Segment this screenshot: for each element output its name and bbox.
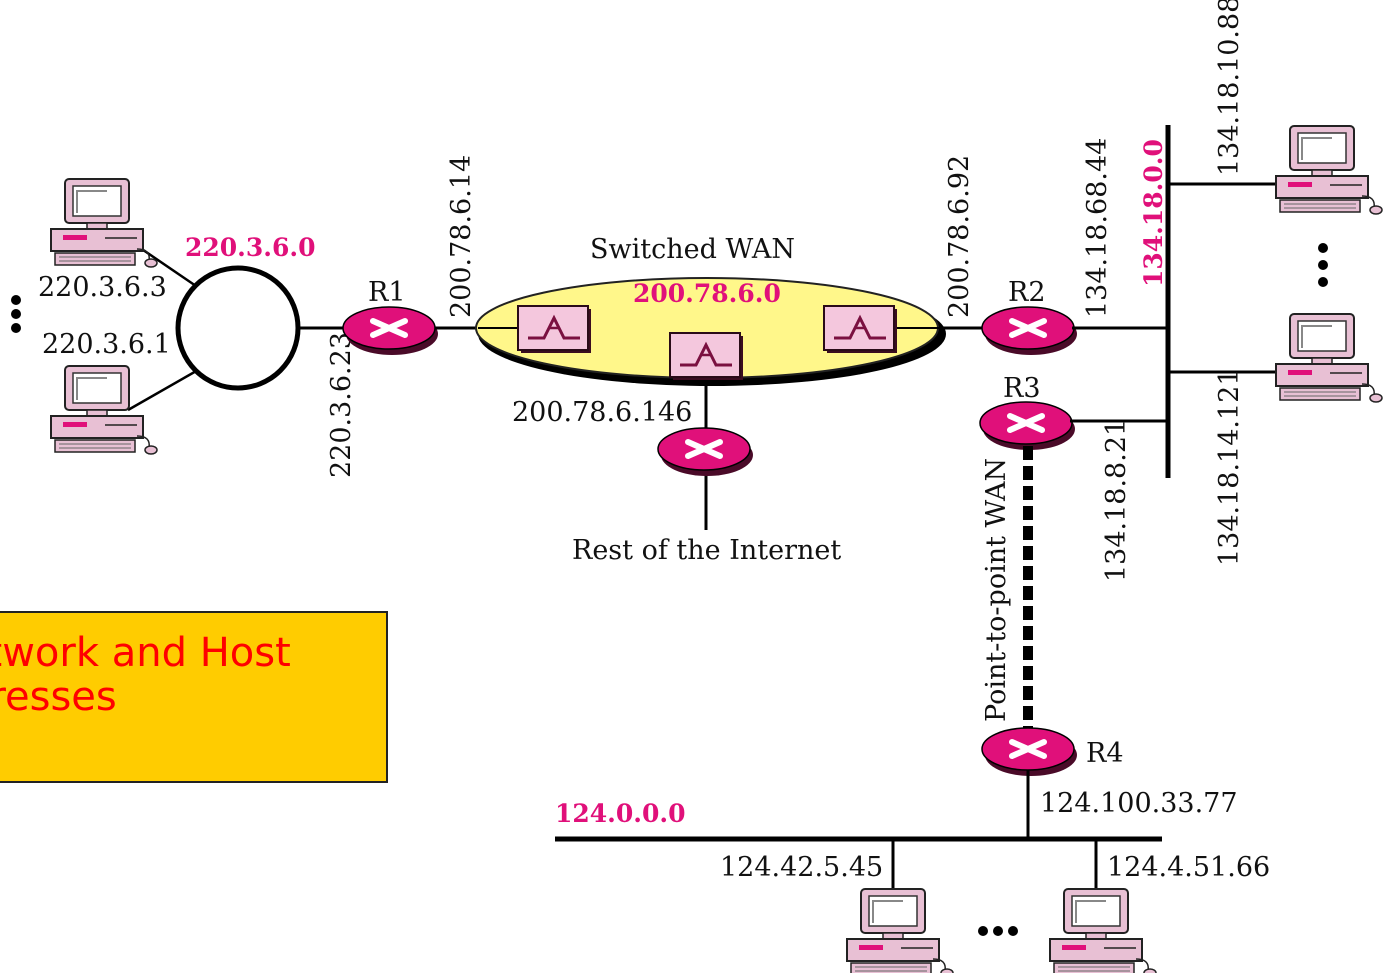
r2-router-icon <box>982 307 1077 355</box>
host-br-address: 124.4.51.66 <box>1107 852 1270 883</box>
r1-wan-address: 200.78.6.14 <box>446 155 477 318</box>
r1-lan-address: 220.3.6.23 <box>326 332 357 478</box>
r2-wan-address: 200.78.6.92 <box>944 155 975 318</box>
r4-router-icon <box>982 728 1077 776</box>
host-bl-computer-icon <box>846 888 954 973</box>
callout-line-1: Network and Host <box>0 630 291 676</box>
r4-label: R4 <box>1086 738 1124 769</box>
r3-lan-address: 134.18.8.21 <box>1101 419 1132 582</box>
host-br-computer-icon <box>1049 888 1157 973</box>
host-top-right-address: 134.18.10.88 <box>1214 0 1245 176</box>
wan-network-label: 200.78.6.0 <box>633 279 781 308</box>
host-b-computer-icon <box>50 365 158 455</box>
wan-switch-left-icon <box>516 304 593 355</box>
host-a-address: 220.3.6.3 <box>38 272 167 303</box>
bus-bottom-network-label: 124.0.0.0 <box>555 799 685 828</box>
r3-label: R3 <box>1003 373 1041 404</box>
bus-right-network-label: 134.18.0.0 <box>1139 139 1168 287</box>
title-callout: Network and Host Addresses <box>0 611 388 783</box>
host-mid-right-address: 134.18.14.121 <box>1214 368 1245 566</box>
r2-lan-address: 134.18.68.44 <box>1082 138 1113 318</box>
wan-title: Switched WAN <box>590 234 795 265</box>
ring-link-host-b <box>127 368 199 412</box>
host-mid-right-computer-icon <box>1275 313 1383 403</box>
p2p-wan-label: Point-to-point WAN <box>981 458 1012 722</box>
gateway-router-icon <box>658 428 753 476</box>
host-bl-address: 124.42.5.45 <box>720 852 883 883</box>
wan-switch-right-icon <box>822 304 899 355</box>
gateway-wan-address: 200.78.6.146 <box>512 397 692 428</box>
host-b-address: 220.3.6.1 <box>42 329 171 360</box>
r4-lan-address: 124.100.33.77 <box>1040 788 1238 819</box>
ring-network-label: 220.3.6.0 <box>185 233 315 262</box>
ring-network <box>175 265 301 391</box>
host-a-computer-icon <box>50 178 158 268</box>
host-top-right-computer-icon <box>1275 125 1383 215</box>
callout-line-2: Addresses <box>0 674 117 720</box>
internet-label: Rest of the Internet <box>572 535 841 566</box>
bottom-ellipsis-icon <box>978 926 1018 936</box>
r2-label: R2 <box>1008 277 1046 308</box>
right-ellipsis-icon <box>1318 243 1328 287</box>
r1-label: R1 <box>368 277 406 308</box>
wan-switch-center-icon <box>668 331 745 382</box>
left-ellipsis-icon <box>11 295 21 333</box>
r3-router-icon <box>980 402 1075 450</box>
r1-router-icon <box>343 307 438 355</box>
